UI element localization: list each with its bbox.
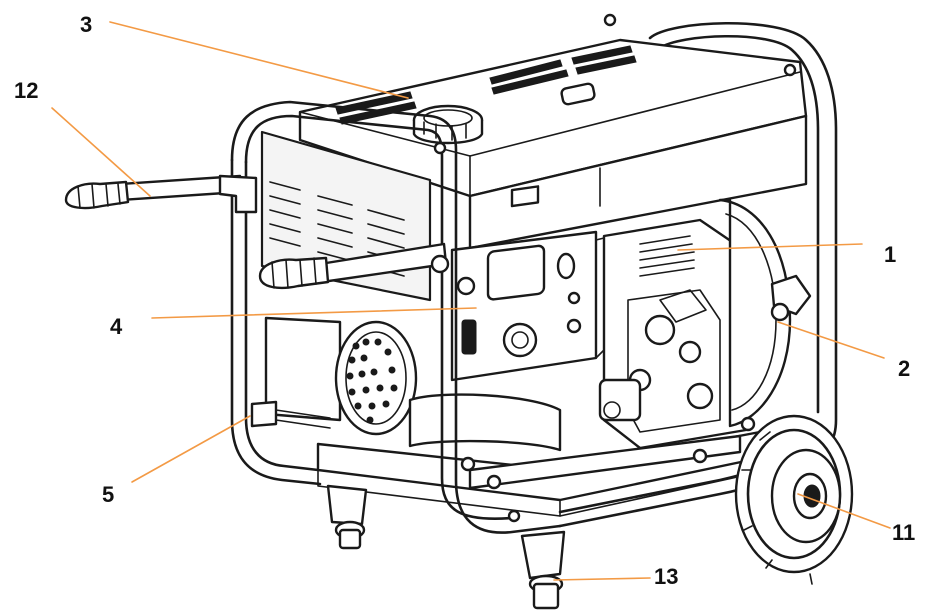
battery-bracket (468, 434, 742, 490)
callout-label-1: 1 (884, 242, 896, 267)
alternator (264, 316, 562, 452)
engine-block (598, 218, 748, 468)
leader-3 (109, 21, 409, 99)
left-vents (269, 181, 405, 277)
frame-bracket (250, 400, 331, 429)
control-panel (450, 185, 605, 382)
callout-label-3: 3 (80, 12, 92, 37)
frame-front-inner (244, 114, 514, 520)
frame-rear-right-inner (658, 34, 820, 414)
foot-left (326, 484, 368, 550)
leader-2 (777, 321, 885, 359)
leader-4 (151, 307, 477, 319)
leader-1 (677, 243, 863, 251)
callout-labels: 1 2 3 4 5 11 12 13 (14, 12, 915, 589)
fuel-cap (412, 104, 484, 145)
leader-12 (51, 107, 151, 197)
callout-label-12: 12 (14, 78, 38, 103)
callout-label-11: 11 (892, 520, 915, 545)
callout-label-2: 2 (898, 356, 910, 381)
leader-11 (797, 493, 891, 529)
handle-lower (258, 242, 450, 290)
callout-label-4: 4 (110, 314, 123, 339)
handle-upper (64, 174, 258, 214)
callout-label-5: 5 (102, 482, 114, 507)
foot-right (520, 530, 566, 610)
frame-bolts (433, 13, 797, 523)
leader-5 (131, 415, 251, 483)
wheel (734, 414, 854, 585)
recoil-starter (718, 198, 812, 428)
leader-13 (553, 577, 651, 581)
top-hatch (560, 82, 596, 106)
frame-front (230, 100, 562, 534)
frame-rear-right (648, 21, 838, 458)
frame-front-left-leg (230, 158, 322, 486)
callout-label-13: 13 (654, 564, 678, 589)
generator-illustration (64, 13, 854, 610)
front-panel (468, 114, 808, 250)
callout-leaders (51, 21, 891, 581)
